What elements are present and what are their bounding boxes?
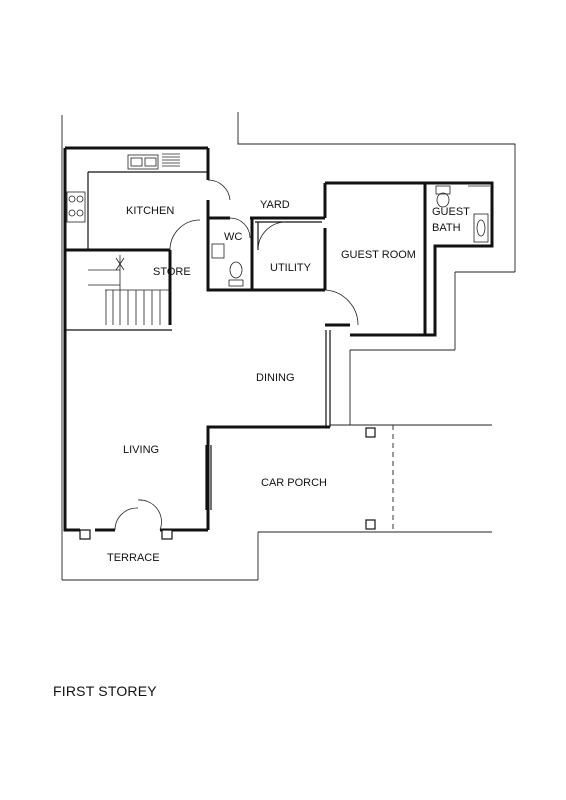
living-window <box>205 445 212 510</box>
porch-column <box>365 427 376 438</box>
room-label-dining: DINING <box>256 372 295 384</box>
porch-column <box>365 519 376 530</box>
room-label-car-porch: CAR PORCH <box>261 477 327 489</box>
staircase-icon <box>65 255 172 331</box>
hob-icon <box>66 191 86 223</box>
room-label-kitchen: KITCHEN <box>126 205 174 217</box>
room-label-yard: YARD <box>260 199 290 211</box>
service-walls <box>206 216 325 292</box>
terrace-column <box>161 529 173 540</box>
door-swings <box>114 179 359 531</box>
room-label-guest-bath-line1: GUEST <box>432 206 470 218</box>
room-label-utility: UTILITY <box>270 262 312 274</box>
exterior-walls <box>63 146 494 532</box>
plan-caption: FIRST STOREY <box>53 683 157 699</box>
room-label-terrace: TERRACE <box>107 552 160 564</box>
room-label-store: STORE <box>153 266 191 278</box>
toilet-icon <box>211 243 244 287</box>
room-label-guest-bath-line2: BATH <box>432 222 461 234</box>
room-label-guest-room: GUEST ROOM <box>341 249 416 261</box>
bathroom-fixtures-icon <box>435 185 490 243</box>
terrace-column <box>79 529 91 540</box>
room-label-living: LIVING <box>123 444 159 456</box>
dining-partition <box>325 323 350 427</box>
sink-icon <box>127 153 180 170</box>
kitchen-walls <box>65 171 210 325</box>
room-label-wc: WC <box>224 231 242 243</box>
site-boundary <box>61 112 516 581</box>
